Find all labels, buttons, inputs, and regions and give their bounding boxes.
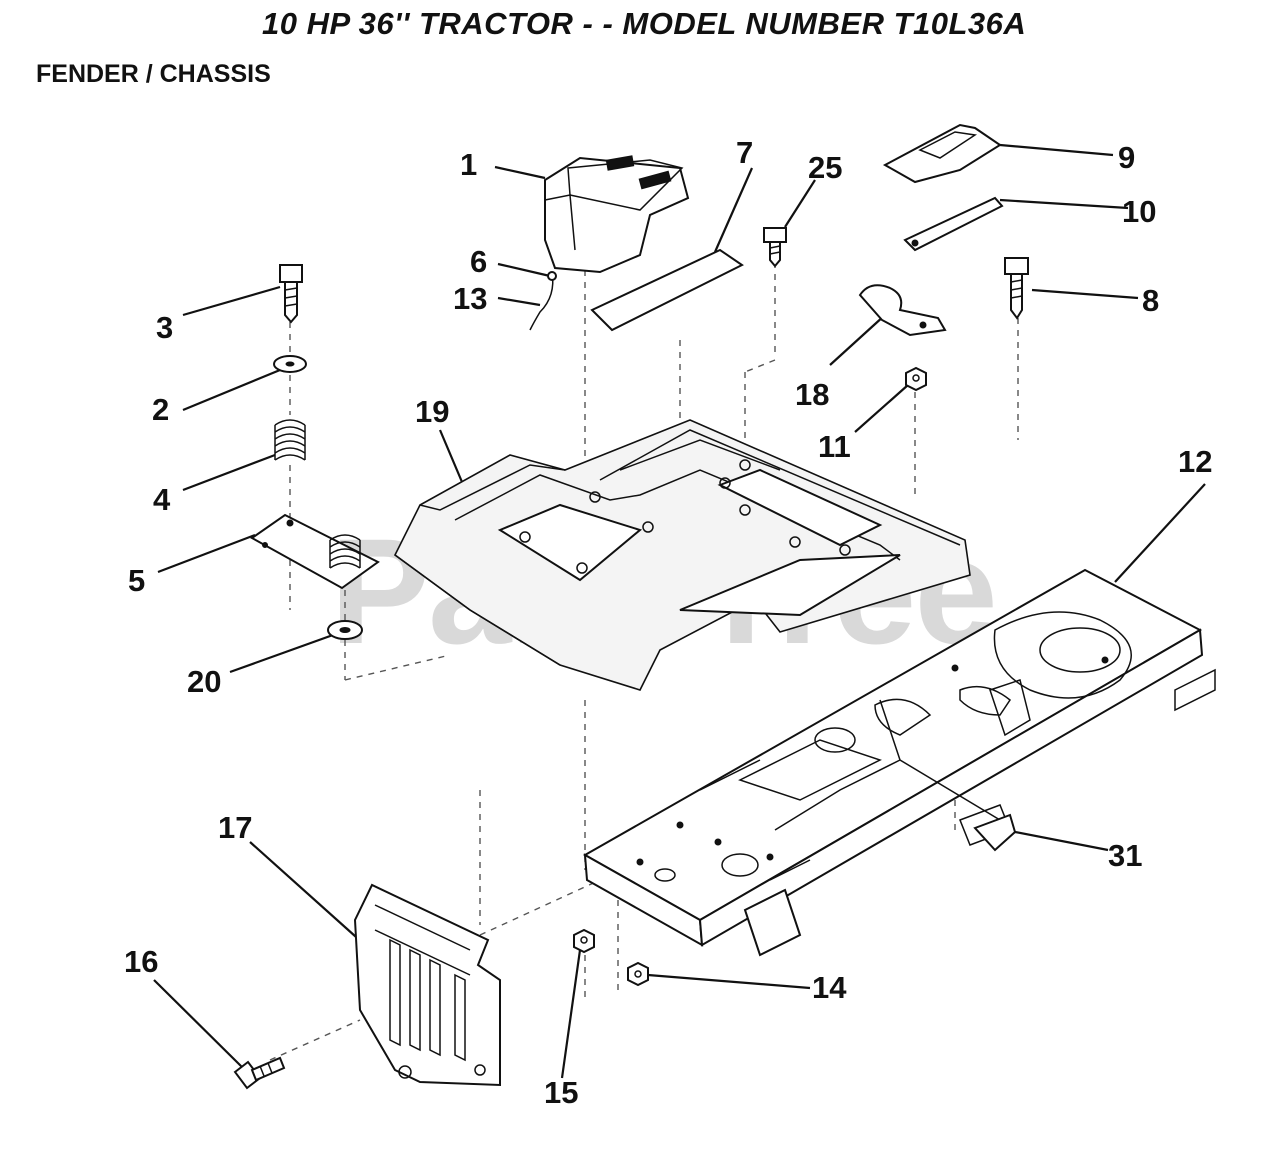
diagram-title: 10 HP 36'' TRACTOR - - MODEL NUMBER T10L… <box>262 6 1027 41</box>
callout-numbers: 1 2 3 4 5 6 7 8 9 10 11 12 13 14 15 16 1… <box>124 135 1212 1110</box>
callout-31: 31 <box>1108 838 1142 873</box>
diagram-subtitle: FENDER / CHASSIS <box>36 60 271 88</box>
part-25-bolt <box>763 227 787 268</box>
callout-6: 6 <box>470 244 487 279</box>
part-17-bracket <box>353 883 501 1087</box>
part-3-bolt <box>279 264 303 324</box>
callout-18: 18 <box>795 377 829 412</box>
callout-7: 7 <box>736 135 753 170</box>
callout-11: 11 <box>818 429 851 464</box>
part-7-decal <box>590 248 744 332</box>
leader-lines <box>153 143 1206 1079</box>
callout-20: 20 <box>187 664 221 699</box>
part-5-plate <box>250 513 380 590</box>
part-19-fender <box>393 419 971 691</box>
part-1-battery-box <box>544 155 690 274</box>
callout-25: 25 <box>808 150 842 185</box>
callout-16: 16 <box>124 944 158 979</box>
callout-3: 3 <box>156 310 173 345</box>
callout-8: 8 <box>1142 283 1159 318</box>
part-2-washer <box>273 355 307 373</box>
callout-13: 13 <box>453 281 487 316</box>
part-11-nut <box>905 366 927 392</box>
callout-4: 4 <box>153 482 171 517</box>
part-10-bracket <box>903 196 1004 252</box>
callout-12: 12 <box>1178 444 1212 479</box>
callout-2: 2 <box>152 392 169 427</box>
part-15-nut <box>573 928 595 954</box>
part-8-bolt <box>1004 257 1029 320</box>
part-16-bolt <box>233 1056 286 1090</box>
callout-15: 15 <box>544 1075 578 1110</box>
part-9-cover <box>882 123 1002 184</box>
callout-5: 5 <box>128 563 145 598</box>
callout-17: 17 <box>218 810 252 845</box>
part-6-13-wire <box>529 271 557 331</box>
callout-14: 14 <box>812 970 847 1005</box>
part-14-nut <box>627 961 649 987</box>
callout-1: 1 <box>460 147 477 182</box>
alignment-lines <box>269 262 1019 1061</box>
part-31-tab <box>973 813 1017 852</box>
callout-9: 9 <box>1118 140 1135 175</box>
callout-10: 10 <box>1122 194 1156 229</box>
part-12-chassis-frame <box>582 568 1216 957</box>
callout-19: 19 <box>415 394 449 429</box>
part-20-washer <box>327 620 363 640</box>
part-18-clamp <box>858 284 947 337</box>
part-4-spring <box>274 419 306 461</box>
